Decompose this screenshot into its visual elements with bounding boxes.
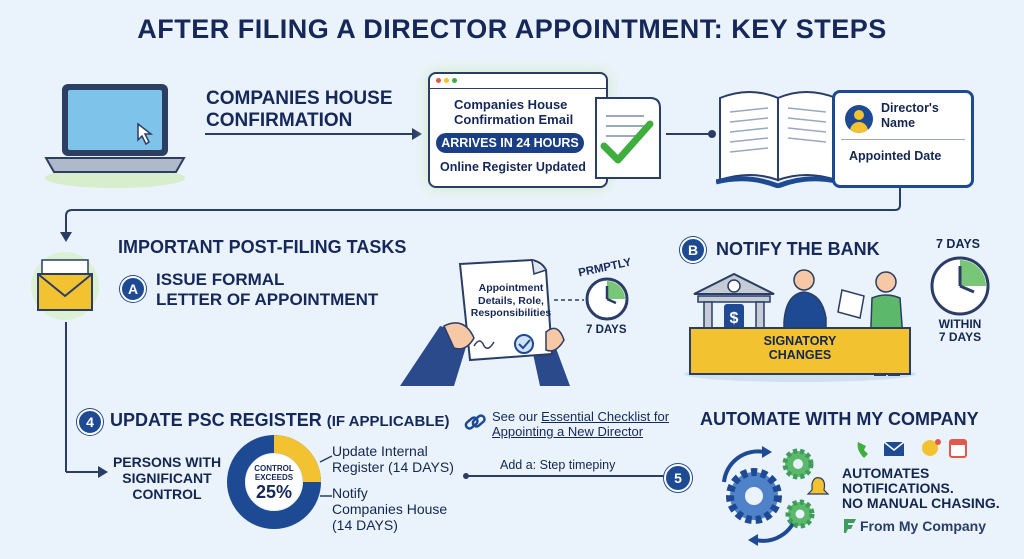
director-name-line1: Director's	[881, 101, 939, 115]
register-updated-text: Online Register Updated	[440, 160, 586, 174]
chain-link-icon	[462, 410, 488, 436]
arrives-pill: ARRIVES IN 24 HOURS	[436, 133, 584, 153]
automate-line2: NOTIFICATIONS.	[842, 480, 954, 496]
persons-line1: PERSONS WITH	[112, 454, 222, 470]
task-a-days: 7 DAYS	[586, 324, 627, 336]
task-b-top-days: 7 DAYS	[936, 237, 981, 251]
bank-scene-icon: $	[680, 262, 920, 382]
checklist-prefix: See our	[492, 409, 542, 424]
email-line1: Companies House	[454, 97, 568, 112]
desk-line1: SIGNATORY	[763, 334, 837, 348]
psc-badge: 4	[77, 409, 103, 435]
donut-value: 25%	[255, 482, 293, 502]
svg-text:$: $	[730, 310, 739, 327]
task-b-badge: B	[680, 237, 706, 263]
email-line2: Confirmation Email	[454, 112, 574, 127]
step1-label-line1: COMPANIES HOUSE	[206, 88, 393, 109]
doc-line1: Appointment	[478, 282, 544, 294]
notification-icons	[852, 436, 972, 462]
automate-line1: AUTOMATES	[842, 465, 930, 481]
donut-line2: EXCEEDS	[254, 473, 294, 482]
laptop-icon	[40, 78, 190, 188]
psc-item1-line1: Update Internal	[332, 443, 428, 459]
automate-heading: AUTOMATE WITH MY COMPANY	[700, 409, 979, 429]
appointment-letter-icon	[400, 256, 570, 386]
task-a-line2: LETTER OF APPOINTMENT	[156, 290, 379, 309]
task-b-heading: NOTIFY THE BANK	[716, 239, 880, 259]
task-a-line1: ISSUE FORMAL	[156, 270, 285, 289]
confirmation-email-card: Companies House Confirmation Email	[428, 72, 608, 188]
psc-heading-suffix: (IF APPLICABLE)	[326, 413, 450, 430]
appointed-date-text: Appointed Date	[849, 149, 942, 163]
page-title: AFTER FILING A DIRECTOR APPOINTMENT: KEY…	[137, 14, 887, 44]
desk-line2: CHANGES	[768, 348, 832, 362]
window-dot-icon	[436, 78, 441, 83]
register-book-icon	[716, 84, 840, 188]
within-line1: WITHIN	[938, 317, 982, 331]
director-avatar-icon	[845, 105, 873, 133]
brand-logo-icon	[842, 517, 856, 533]
doc-line3: Responsibilities	[470, 307, 552, 319]
psc-item2-line1: Notify	[332, 485, 368, 501]
control-donut-chart	[224, 432, 324, 532]
window-dot-icon	[452, 78, 457, 83]
tasks-heading: IMPORTANT POST-FILING TASKS	[118, 237, 407, 257]
persons-line2: SIGNIFICANT	[122, 470, 212, 486]
donut-line1: CONTROL	[254, 464, 294, 473]
psc-item2-line3: (14 DAYS)	[332, 517, 398, 533]
step5-connector-label: Add a: Step timepiny	[500, 458, 616, 472]
envelope-icon	[30, 244, 100, 322]
window-dot-icon	[444, 78, 449, 83]
director-name-line2: Name	[881, 116, 916, 130]
checklist-link[interactable]: See our Essential Checklist for Appointi…	[492, 409, 722, 439]
checklist-bold1: Essential Checklist for	[541, 409, 670, 424]
director-register-card: Director's Name Appointed Date	[832, 90, 974, 188]
psc-item2-line2: Companies House	[332, 501, 448, 517]
doc-line2: Details, Role,	[478, 294, 544, 307]
within-line2: 7 DAYS	[938, 330, 982, 344]
step1-label-line2: CONFIRMATION	[206, 110, 353, 131]
clock-icon	[584, 276, 630, 322]
brand-name: From My Company	[860, 518, 987, 534]
gears-icon	[704, 436, 834, 548]
checkmark-document-icon	[588, 94, 668, 184]
psc-heading: UPDATE PSC REGISTER	[110, 410, 322, 430]
persons-line3: CONTROL	[132, 486, 202, 502]
checklist-bold2: Appointing a New Director	[492, 424, 644, 439]
psc-item1-line2: Register (14 DAYS)	[332, 459, 454, 475]
step5-badge: 5	[664, 464, 692, 492]
clock-icon	[928, 254, 992, 318]
automate-line3: NO MANUAL CHASING.	[842, 495, 1000, 511]
task-a-badge: A	[120, 276, 146, 302]
